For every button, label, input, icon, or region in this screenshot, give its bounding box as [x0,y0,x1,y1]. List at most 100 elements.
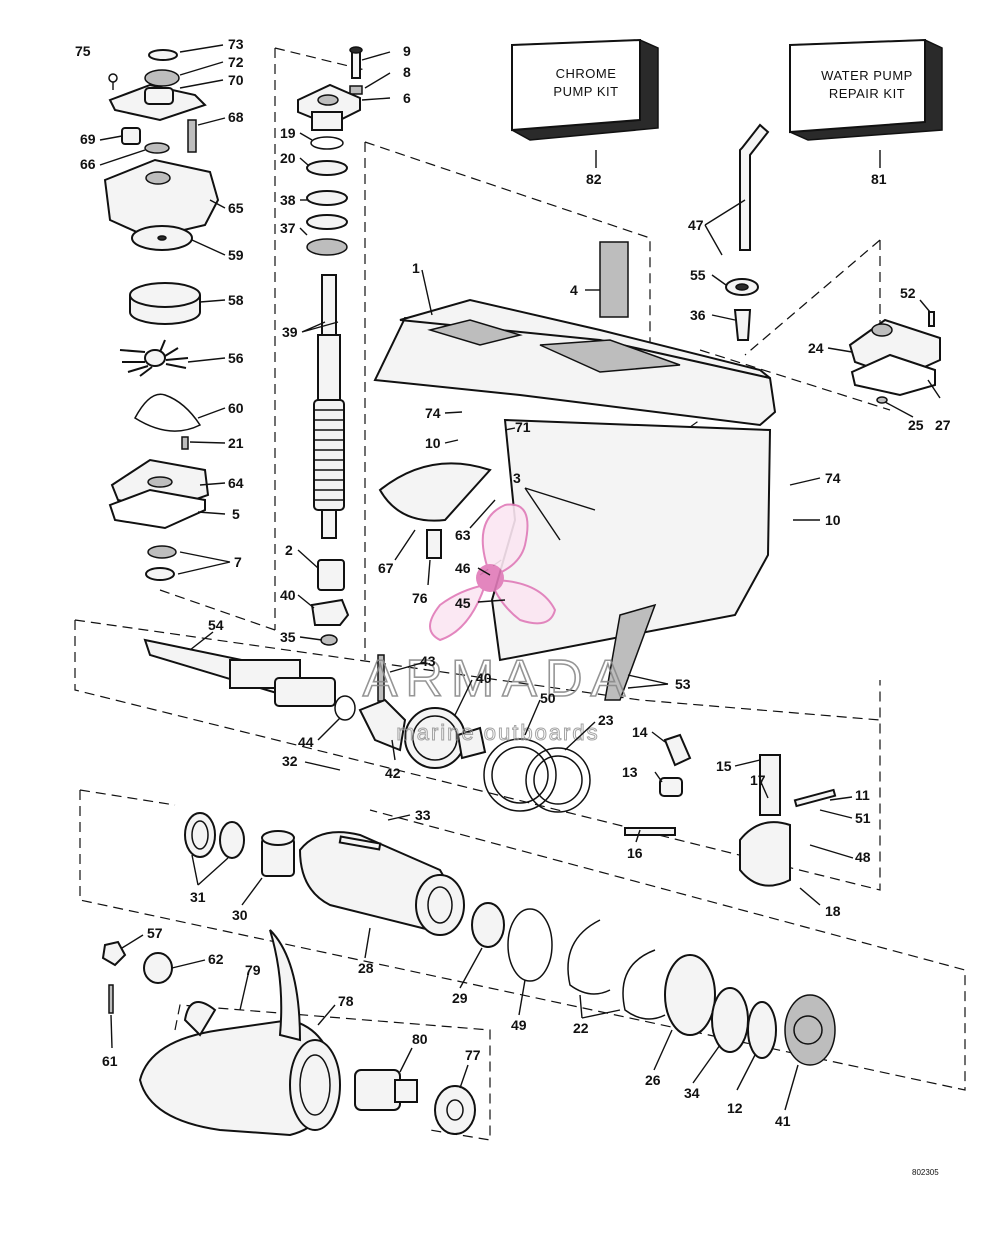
callout-17: 17 [750,772,766,788]
callout-33: 33 [415,807,431,823]
assembly-guide-lines [74,47,966,1141]
callout-74-right: 74 [825,470,841,486]
water-pump-kit-line1: WATER PUMP [821,68,913,83]
callout-75: 75 [75,43,91,59]
callout-22: 22 [573,1020,589,1036]
shift-rod-parts [725,123,941,404]
callout-19: 19 [280,125,296,141]
kit-callouts: 82 81 [586,150,887,187]
callout-55: 55 [690,267,706,283]
callout-65: 65 [228,200,244,216]
bearing-carrier-parts [184,812,836,1066]
callout-71: 71 [515,419,531,435]
propeller-parts [101,929,476,1137]
callout-20: 20 [280,150,296,166]
callout-67: 67 [378,560,394,576]
callout-7: 7 [234,554,242,570]
callout-61: 61 [102,1053,118,1069]
callout-labels: 75 73 72 70 68 69 66 65 59 58 56 60 21 6… [75,36,951,1129]
callout-58: 58 [228,292,244,308]
callout-59: 59 [228,247,244,263]
callout-54: 54 [208,617,224,633]
gear-housing [373,241,777,701]
callout-39: 39 [282,324,298,340]
callout-40-upper: 40 [280,587,296,603]
callout-42: 42 [385,765,401,781]
armada-watermark: ARMADA marine outboards [362,503,633,746]
callout-68: 68 [228,109,244,125]
water-pump-kit-number: 81 [871,171,887,187]
callout-27: 27 [935,417,951,433]
callout-45: 45 [455,595,471,611]
callout-73: 73 [228,36,244,52]
callout-47: 47 [688,217,704,233]
callout-4: 4 [570,282,578,298]
callout-46: 46 [455,560,471,576]
callout-60: 60 [228,400,244,416]
callout-57: 57 [147,925,163,941]
callout-69: 69 [80,131,96,147]
chrome-pump-kit-line1: CHROME [556,66,617,81]
callout-9: 9 [403,43,411,59]
watermark-main-text: ARMADA [363,650,633,708]
callout-44: 44 [298,734,314,750]
callout-24: 24 [808,340,824,356]
drive-shaft-parts [297,46,363,646]
callout-14: 14 [632,724,648,740]
callout-25: 25 [908,417,924,433]
callout-40-lower: 40 [476,670,492,686]
callout-48: 48 [855,849,871,865]
callout-26: 26 [645,1072,661,1088]
callout-49: 49 [511,1017,527,1033]
callout-16: 16 [627,845,643,861]
callout-41: 41 [775,1113,791,1129]
propeller-shaft-parts [143,638,837,887]
callout-1: 1 [412,260,420,276]
chrome-pump-kit-box: CHROME PUMP KIT [511,38,659,141]
callout-79: 79 [245,962,261,978]
callout-12: 12 [727,1100,743,1116]
callout-62: 62 [208,951,224,967]
chrome-pump-kit-line2: PUMP KIT [553,84,618,99]
callout-63: 63 [455,527,471,543]
callout-37: 37 [280,220,296,236]
callout-31: 31 [190,889,206,905]
callout-2: 2 [285,542,293,558]
callout-5: 5 [232,506,240,522]
callout-51: 51 [855,810,871,826]
callout-29: 29 [452,990,468,1006]
drawing-code: 802305 [912,1168,939,1177]
callout-21: 21 [228,435,244,451]
callout-18: 18 [825,903,841,919]
callout-3: 3 [513,470,521,486]
callout-66: 66 [80,156,96,172]
callout-76: 76 [412,590,428,606]
callout-10-right: 10 [825,512,841,528]
callout-50: 50 [540,690,556,706]
callout-28: 28 [358,960,374,976]
callout-78: 78 [338,993,354,1009]
callout-36: 36 [690,307,706,323]
callout-8: 8 [403,64,411,80]
callout-64: 64 [228,475,244,491]
water-pump-parts [103,49,220,581]
callout-70: 70 [228,72,244,88]
chrome-pump-kit-number: 82 [586,171,602,187]
callout-80: 80 [412,1031,428,1047]
water-pump-kit-line2: REPAIR KIT [829,86,905,101]
callout-74-left: 74 [425,405,441,421]
callout-53: 53 [675,676,691,692]
water-pump-kit-box: WATER PUMP REPAIR KIT [789,38,943,141]
leader-lines [99,44,941,1111]
callout-6: 6 [403,90,411,106]
callout-38: 38 [280,192,296,208]
callout-13: 13 [622,764,638,780]
callout-77: 77 [465,1047,481,1063]
callout-23: 23 [598,712,614,728]
callout-11: 11 [855,787,870,803]
callout-52: 52 [900,285,916,301]
callout-72: 72 [228,54,244,70]
callout-34: 34 [684,1085,700,1101]
watermark-sub-text: marine outboards [396,720,599,745]
